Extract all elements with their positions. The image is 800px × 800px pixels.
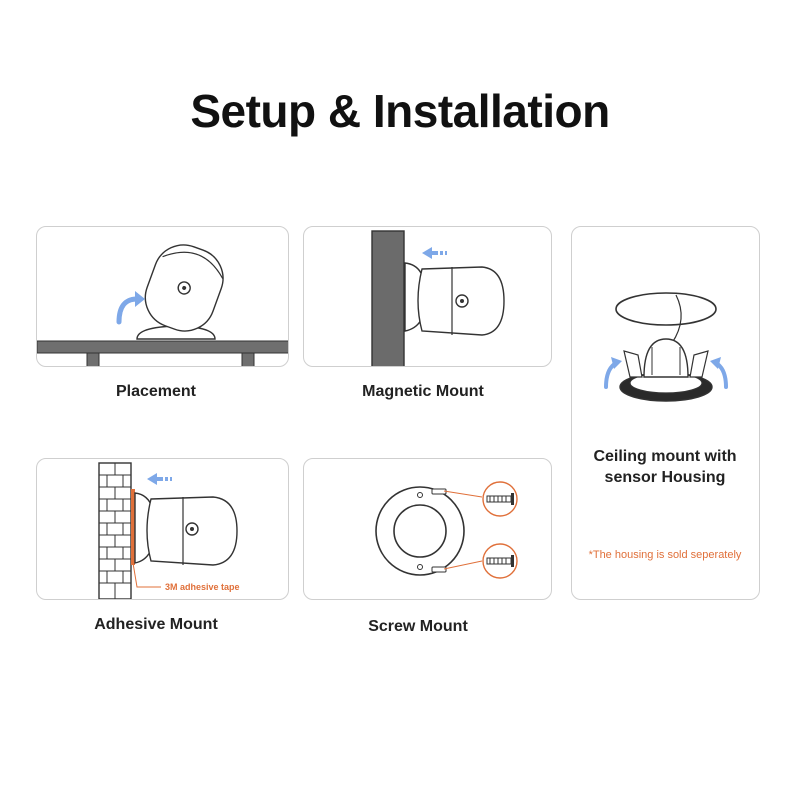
screw-icon	[482, 481, 518, 517]
push-arrow-icon	[422, 247, 447, 259]
ceiling-caption-line2: sensor Housing	[604, 469, 726, 486]
screw-card	[303, 458, 552, 600]
screw-icon	[482, 543, 518, 579]
housing-note: *The housing is sold seperately	[588, 549, 742, 561]
adhesive-caption: Adhesive Mount	[94, 616, 218, 633]
tape-label: 3M adhesive tape	[165, 582, 240, 592]
magnetic-caption: Magnetic Mount	[362, 383, 484, 400]
ceiling-illustration	[604, 292, 728, 402]
magnetic-illustration	[371, 230, 505, 366]
adhesive-card: 3M adhesive tape	[36, 458, 289, 600]
ceiling-caption-line1: Ceiling mount with	[593, 448, 737, 465]
magnetic-card	[303, 226, 552, 367]
placement-caption: Placement	[115, 383, 197, 400]
page-title: Setup & Installation	[190, 85, 610, 137]
ceiling-caption: Ceiling mount with sensor Housing	[572, 446, 758, 488]
adhesive-illustration	[98, 462, 238, 599]
push-arrow-icon	[147, 473, 172, 485]
rotate-arrow-icon	[116, 291, 145, 325]
ceiling-card	[571, 226, 760, 600]
placement-card	[36, 226, 289, 367]
rotate-arrow-icon	[604, 357, 728, 389]
screw-caption: Screw Mount	[368, 618, 468, 635]
screw-illustration	[375, 481, 518, 579]
placement-illustration	[37, 244, 288, 366]
